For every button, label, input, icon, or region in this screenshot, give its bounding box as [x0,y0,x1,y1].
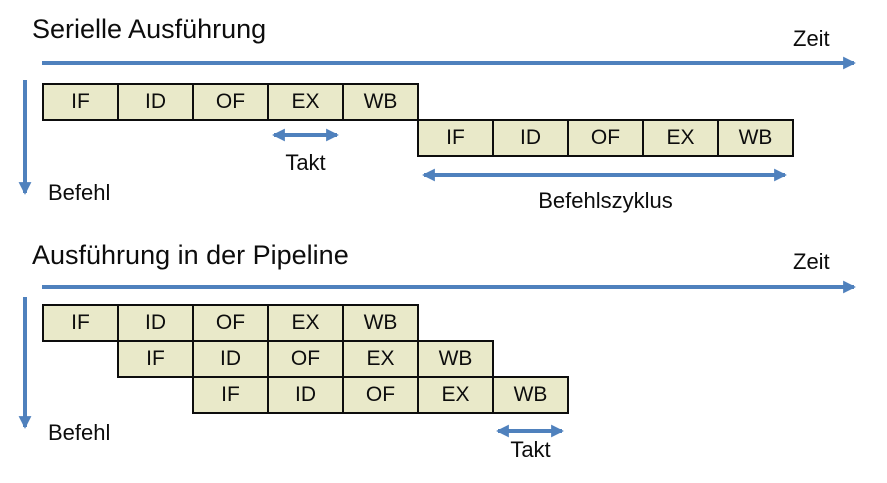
pipeline-stage-cell: WB [342,304,419,342]
time-axis-label-serial: Zeit [793,26,830,51]
pipeline-stage-cell: IF [417,119,494,157]
pipeline-stage-cell: EX [642,119,719,157]
pipeline-stage-cell: ID [192,340,269,378]
instruction-axis-label-serial: Befehl [48,180,111,205]
takt-label-serial: Takt [285,150,326,175]
pipeline-stage-cell: ID [492,119,569,157]
time-axis-label-pipeline: Zeit [793,249,830,274]
instruction-axis-label-pipeline: Befehl [48,420,111,445]
pipeline-stage-cell: EX [342,340,419,378]
section-title-serial: Serielle Ausführung [32,14,267,44]
pipeline-stage-cell: IF [117,340,194,378]
takt-label-pipeline: Takt [510,437,551,462]
pipeline-stage-cell: IF [42,83,119,121]
pipeline-stage-cell: WB [717,119,794,157]
section-title-pipeline: Ausführung in der Pipeline [32,240,349,270]
pipeline-stage-cell: ID [117,304,194,342]
pipeline-stage-cell: OF [567,119,644,157]
pipeline-stage-cell: EX [267,304,344,342]
pipeline-stage-cell: ID [117,83,194,121]
pipeline-stage-cell: IF [192,376,269,414]
pipeline-stage-cell: WB [342,83,419,121]
befehlszyklus-label: Befehlszyklus [538,188,673,213]
pipeline-stage-cell: IF [42,304,119,342]
pipeline-stage-cell: WB [492,376,569,414]
pipeline-stage-cell: OF [192,304,269,342]
pipeline-stage-cell: ID [267,376,344,414]
pipeline-stage-cell: OF [267,340,344,378]
pipeline-stage-cell: WB [417,340,494,378]
pipeline-stage-cell: EX [267,83,344,121]
pipeline-stage-cell: EX [417,376,494,414]
pipeline-stage-cell: OF [192,83,269,121]
pipeline-stage-cell: OF [342,376,419,414]
